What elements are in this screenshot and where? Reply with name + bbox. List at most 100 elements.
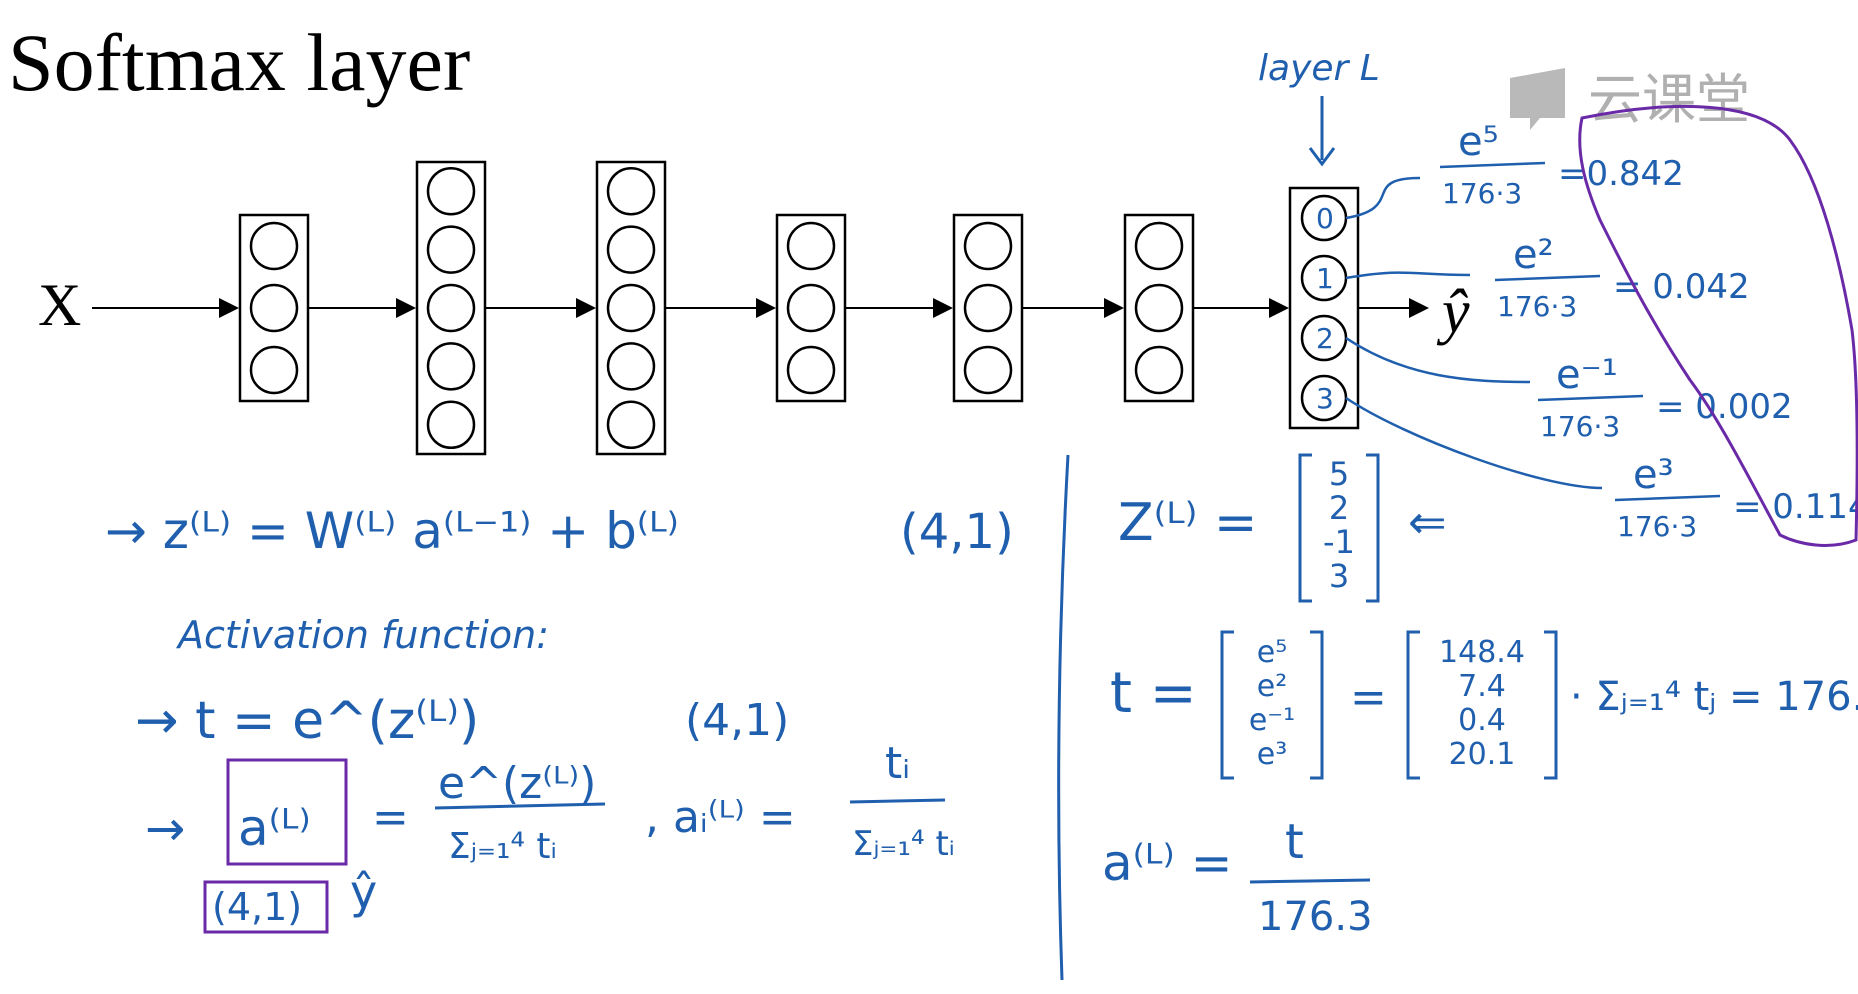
bracket-left: [1220, 630, 1234, 780]
bracket-right: [1544, 630, 1558, 780]
vertical-divider: [1057, 454, 1070, 981]
watermark-logo: 云课堂: [1510, 68, 1750, 131]
softmax-denominator: 176·3: [1442, 177, 1522, 210]
a-equals: =: [372, 792, 409, 843]
bracket-left: [1298, 453, 1312, 603]
a-right-denominator: 176.3: [1258, 894, 1373, 940]
softmax-value: =0.842: [1558, 154, 1684, 194]
neuron-node: [1134, 345, 1184, 395]
a-numerator: e^(z⁽ᴸ⁾): [438, 758, 596, 809]
t-value-vector: 148.47.40.420.1: [1406, 630, 1558, 780]
softmax-numerator: e²: [1513, 232, 1554, 278]
vector-entry: 0.4: [1458, 703, 1506, 738]
neuron-node: [606, 342, 656, 391]
softmax-denominator: 176·3: [1540, 410, 1620, 443]
softmax-numerator: e⁻¹: [1556, 352, 1618, 398]
a-i-label: , aᵢ⁽ᴸ⁾ =: [645, 792, 796, 843]
vector-entry: -1: [1323, 523, 1355, 561]
slide-title: Softmax layer: [8, 17, 470, 108]
neuron-node: [963, 345, 1013, 395]
neuron-node: [606, 400, 656, 450]
t-label: t =: [1110, 661, 1197, 726]
a-i-fraction-bar: [849, 798, 946, 804]
a-i-denominator: Σⱼ₌₁⁴ tᵢ: [852, 824, 955, 864]
neuron-node: [1134, 283, 1184, 333]
hidden-layer-5: [952, 213, 1024, 403]
a-shape-box: [203, 880, 329, 934]
layer-L-arrowhead: [1308, 147, 1336, 167]
neuron-node: [249, 283, 299, 333]
softmax-fraction-bar: [1439, 161, 1546, 169]
watermark-text: 云课堂: [1588, 68, 1750, 131]
neuron-node: [1134, 221, 1184, 271]
a-highlight-box: [226, 758, 348, 866]
neuron-node: [606, 283, 656, 333]
output-node-label: 3: [1316, 382, 1334, 415]
connector-line: [1345, 271, 1471, 280]
neuron-node: [426, 166, 476, 216]
bracket-right: [1310, 630, 1324, 780]
neuron-node: [606, 225, 656, 274]
hidden-layer-2: [415, 160, 487, 456]
neuron-node: [786, 221, 836, 271]
neuron-node: [786, 345, 836, 395]
connector-line: [1345, 336, 1531, 384]
linear-shape: (4,1): [900, 504, 1014, 560]
neuron-node: [426, 283, 476, 333]
linear-equation: → z⁽ᴸ⁾ = W⁽ᴸ⁾ a⁽ᴸ⁻¹⁾ + b⁽ᴸ⁾: [105, 502, 679, 560]
z-arrow: ⇐: [1408, 495, 1447, 549]
purple-highlight-loop: [1578, 105, 1858, 547]
a-arrow: →: [145, 801, 185, 857]
neuron-node: [249, 221, 299, 271]
connector-line: [1345, 396, 1603, 490]
neuron-node: [426, 225, 476, 274]
a-right-fraction-bar: [1249, 878, 1371, 884]
a-shape: (4,1): [212, 885, 302, 929]
output-node-label: 1: [1316, 262, 1334, 295]
a-right-label: a⁽ᴸ⁾ =: [1102, 834, 1233, 892]
bracket-right: [1366, 453, 1380, 603]
t-sum: · Σⱼ₌₁⁴ tⱼ = 176.3: [1570, 674, 1858, 720]
vector-entry: e⁻¹: [1249, 703, 1295, 738]
a-right-numerator: t: [1285, 814, 1304, 870]
softmax-value: = 0.114: [1733, 487, 1858, 527]
hidden-layer-6: [1123, 213, 1195, 403]
connector-line: [1345, 176, 1421, 220]
t-equals: =: [1350, 672, 1387, 723]
t-equation: → t = e^(z⁽ᴸ⁾): [135, 691, 479, 751]
y-hat-note: ŷ: [350, 865, 377, 919]
softmax-denominator: 176·3: [1497, 290, 1577, 323]
z-label: Z⁽ᴸ⁾ =: [1118, 493, 1258, 553]
a-i-numerator: tᵢ: [885, 738, 910, 789]
z-vector: 52-13: [1298, 453, 1380, 603]
neuron-node: [426, 342, 476, 391]
t-shape: (4,1): [685, 695, 789, 746]
vector-entry: 2: [1329, 489, 1349, 527]
activation-heading: Activation function:: [175, 613, 549, 657]
softmax-denominator: 176·3: [1617, 510, 1697, 543]
vector-entry: e⁵: [1257, 635, 1287, 670]
hidden-layer-3: [595, 160, 667, 456]
vector-entry: 3: [1329, 557, 1349, 595]
left-notes: → z⁽ᴸ⁾ = W⁽ᴸ⁾ a⁽ᴸ⁻¹⁾ + b⁽ᴸ⁾ (4,1) Activa…: [105, 502, 1014, 934]
hidden-layer-1: [238, 213, 310, 403]
input-x-label: X: [38, 272, 81, 338]
a-denominator: Σⱼ₌₁⁴ tᵢ: [448, 826, 557, 867]
vector-entry: 148.4: [1439, 635, 1525, 670]
neuron-node: [249, 345, 299, 395]
softmax-fraction-bar: [1614, 494, 1721, 502]
neuron-node: [426, 400, 476, 450]
layer-L-label: layer L: [1258, 48, 1380, 89]
output-node-label: 2: [1316, 322, 1334, 355]
vector-entry: 7.4: [1458, 669, 1506, 704]
vector-entry: 5: [1329, 455, 1349, 493]
a-fraction-bar: [434, 802, 606, 810]
